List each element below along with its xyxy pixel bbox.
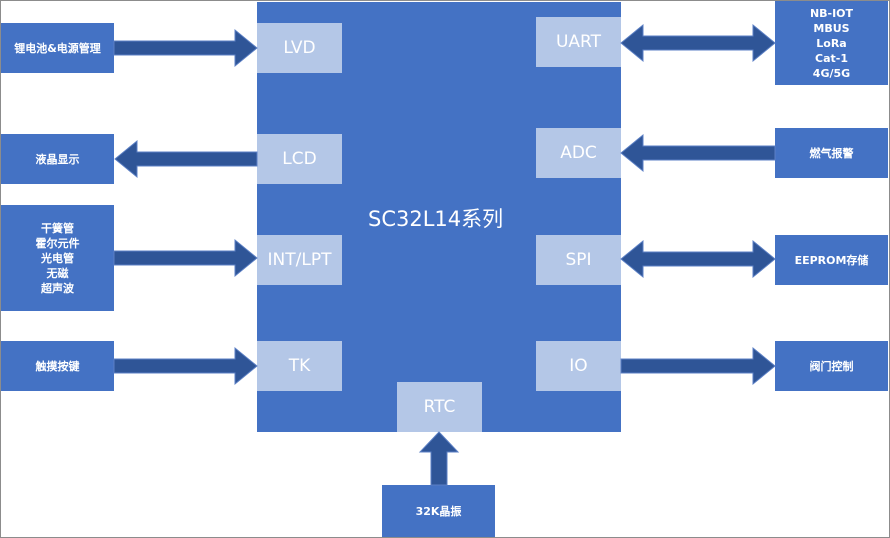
arrow-uart-comms [620, 23, 776, 63]
port-uart: UART [536, 17, 621, 67]
peripheral-valve: 阀门控制 [775, 341, 888, 391]
port-io: IO [536, 341, 621, 391]
peripheral-lcd-display: 液晶显示 [1, 134, 114, 184]
port-rtc: RTC [397, 382, 482, 432]
arrow-crystal-to-rtc [418, 431, 460, 486]
arrow-sensors-to-int [113, 238, 258, 278]
port-lcd: LCD [257, 134, 342, 184]
peripheral-crystal: 32K晶振 [382, 485, 495, 537]
peripheral-sensors: 干簧管 霍尔元件 光电管 无磁 超声波 [1, 205, 114, 311]
port-adc: ADC [536, 128, 621, 178]
port-tk: TK [257, 341, 342, 391]
arrow-touch-to-tk [113, 346, 258, 386]
peripheral-comms: NB-IOT MBUS LoRa Cat-1 4G/5G [775, 1, 888, 85]
arrow-gas-to-adc [620, 133, 776, 173]
arrow-spi-eeprom [620, 239, 776, 279]
arrow-battery-to-lvd [113, 28, 258, 68]
peripheral-battery: 锂电池&电源管理 [1, 23, 114, 73]
peripheral-gas-alarm: 燃气报警 [775, 128, 888, 178]
port-spi: SPI [536, 235, 621, 285]
arrow-io-to-valve [620, 346, 776, 386]
peripheral-eeprom: EEPROM存储 [775, 235, 888, 285]
port-int-lpt: INT/LPT [257, 235, 342, 285]
port-lvd: LVD [257, 23, 342, 73]
chip-title: SC32L14系列 [368, 207, 504, 231]
arrow-lcd-to-display [114, 139, 258, 179]
peripheral-touch-keys: 触摸按键 [1, 341, 114, 391]
